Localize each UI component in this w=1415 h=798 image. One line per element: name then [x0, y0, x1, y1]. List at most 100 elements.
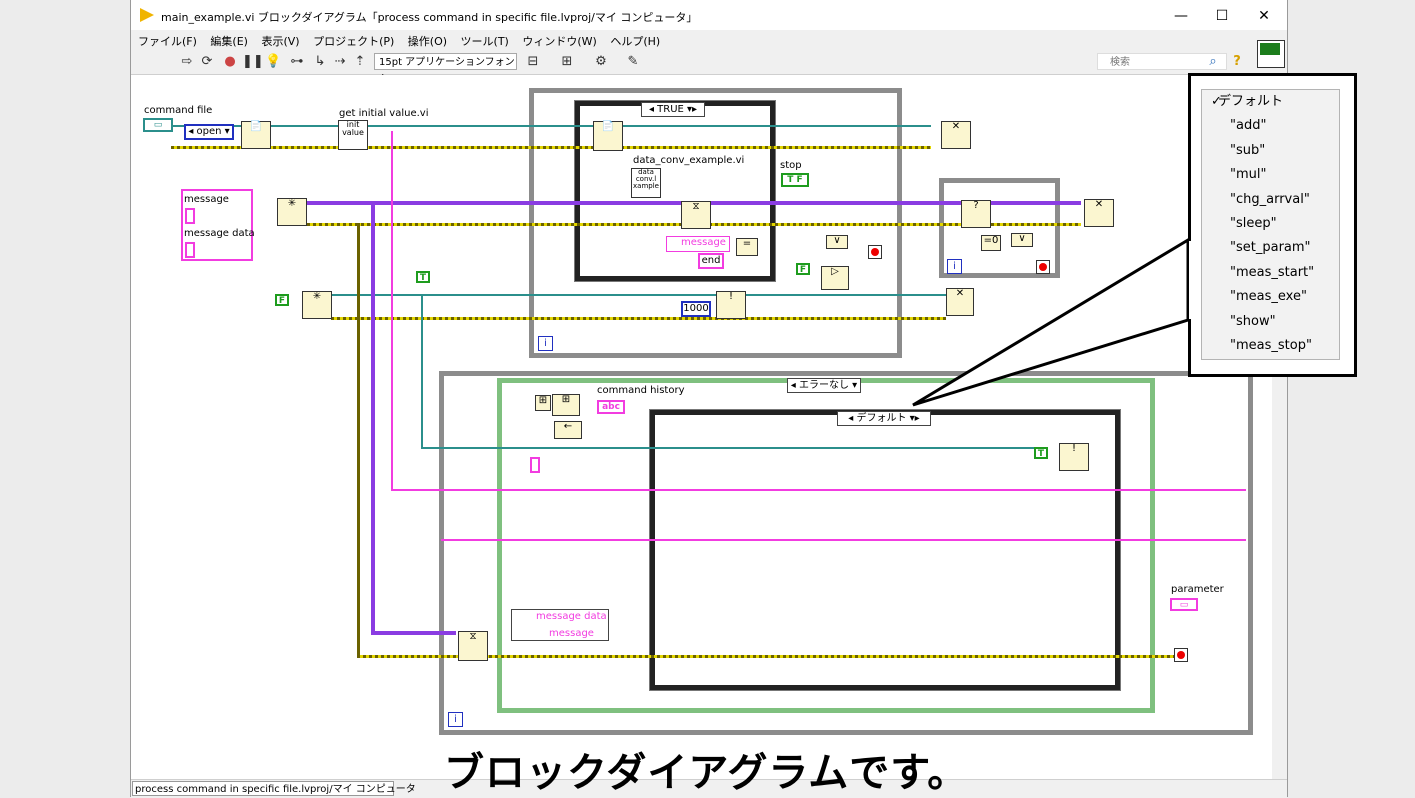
message-data-field[interactable]	[185, 242, 195, 258]
close-button[interactable]: ✕	[1258, 8, 1270, 24]
true-constant[interactable]: T	[416, 271, 430, 283]
case-menu-item-add[interactable]: "add"	[1230, 118, 1267, 134]
distribute-objects-icon[interactable]: ⊞	[561, 54, 573, 69]
consumer-stop-icon[interactable]	[1174, 648, 1188, 662]
case-menu-item-sub[interactable]: "sub"	[1230, 142, 1266, 158]
wire-notifier-lower	[421, 447, 1041, 449]
reorder-icon[interactable]: ⚙	[595, 54, 607, 69]
build-string-node[interactable]: ←	[554, 421, 582, 439]
case-menu-item-mul[interactable]: "mul"	[1230, 167, 1267, 183]
open-operation-constant[interactable]: ◂ open ▾	[184, 124, 234, 140]
parameter-indicator[interactable]: ▭	[1170, 598, 1198, 611]
case-menu-item-default[interactable]: ✓デフォルト	[1202, 90, 1339, 114]
send-notification-node[interactable]: !	[1059, 443, 1089, 471]
case-menu-item-meas-stop[interactable]: "meas_stop"	[1230, 337, 1312, 353]
message-cluster-control[interactable]	[181, 189, 253, 261]
minimize-button[interactable]: —	[1174, 8, 1188, 24]
menu-project[interactable]: プロジェクト(P)	[313, 35, 395, 48]
select-node[interactable]: ▷	[821, 266, 849, 290]
menu-operate[interactable]: 操作(O)	[407, 35, 448, 48]
case-menu-item-chg-arrval[interactable]: "chg_arrval"	[1230, 191, 1310, 207]
read-line-node[interactable]: 📄	[593, 121, 623, 151]
block-diagram-canvas[interactable]: i ◂ TRUE ▾▸ i i ◂ エラーなし ▾ ◂ デフォルト ▾▸ com…	[131, 75, 1271, 779]
open-file-node[interactable]: 📄	[241, 121, 271, 149]
caption-text: ブロックダイアグラムです。	[444, 750, 969, 796]
dequeue-node[interactable]: ⧖	[458, 631, 488, 661]
case-selector-default[interactable]: ◂ デフォルト ▾▸	[837, 411, 931, 426]
menu-file[interactable]: ファイル(F)	[138, 35, 197, 48]
compare-zero-node[interactable]: =0	[981, 235, 1001, 251]
step-over-icon[interactable]: ⇢	[334, 54, 346, 69]
menu-window[interactable]: ウィンドウ(W)	[522, 35, 597, 48]
case-menu-item-set-param[interactable]: "set_param"	[1230, 240, 1311, 256]
case-menu-item-sleep[interactable]: "sleep"	[1230, 215, 1277, 231]
while-loop-small[interactable]	[939, 178, 1060, 278]
or-node[interactable]: ∨	[826, 235, 848, 249]
step-into-icon[interactable]: ↳	[314, 54, 326, 69]
end-string-constant[interactable]: end	[698, 253, 724, 269]
menu-edit[interactable]: 編集(E)	[210, 35, 248, 48]
menu-help[interactable]: ヘルプ(H)	[610, 35, 661, 48]
history-shift-register[interactable]	[530, 457, 540, 473]
unbundle-message[interactable]: message	[666, 236, 730, 252]
title-bar: main_example.vi ブロックダイアグラム「process comma…	[131, 0, 1287, 30]
stop-button-terminal[interactable]: T F	[781, 173, 809, 187]
cleanup-diagram-icon[interactable]: ✎	[627, 54, 639, 69]
command-file-control[interactable]: ▭	[143, 118, 173, 132]
search-input[interactable]: 検索	[1097, 53, 1227, 70]
step-out-icon[interactable]: ⇡	[354, 54, 366, 69]
release-queue-node[interactable]: ✕	[1084, 199, 1114, 227]
true-constant-2[interactable]: T	[1034, 447, 1048, 459]
data-conv-label: data_conv_example.vi	[633, 155, 745, 166]
retain-wire-values-icon[interactable]: ⊶	[290, 54, 304, 69]
vi-connector-icon	[1257, 40, 1285, 68]
wait-notification-node[interactable]: !	[716, 291, 746, 319]
menu-view[interactable]: 表示(V)	[261, 35, 300, 48]
enqueue-node[interactable]: ⧖	[681, 201, 711, 229]
run-arrow-icon[interactable]: ⇨	[181, 54, 193, 69]
window-title: main_example.vi ブロックダイアグラム「process comma…	[161, 11, 698, 24]
maximize-button[interactable]: ☐	[1215, 8, 1229, 24]
project-path: process command in specific file.lvproj/…	[132, 781, 416, 796]
wire-init-value	[391, 131, 393, 491]
align-objects-icon[interactable]: ⊟	[527, 54, 539, 69]
false-constant[interactable]: F	[275, 294, 289, 306]
check-icon: ✓	[1211, 94, 1222, 109]
case-menu-item-show[interactable]: "show"	[1230, 313, 1276, 329]
menu-tools[interactable]: ツール(T)	[460, 35, 509, 48]
or-node-2[interactable]: ∨	[1011, 233, 1033, 247]
case-menu-item-meas-start[interactable]: "meas_start"	[1230, 264, 1315, 280]
release-notifier-node[interactable]: ✕	[946, 288, 974, 316]
search-icon[interactable]: ⌕	[1209, 54, 1217, 69]
timeout-constant[interactable]: 1000	[681, 301, 711, 317]
small-loop-stop-icon[interactable]	[1036, 260, 1050, 274]
unbundle-by-name[interactable]	[511, 609, 609, 641]
help-icon[interactable]: ?	[1233, 54, 1241, 69]
run-continuously-icon[interactable]: ⟳	[201, 54, 213, 69]
message-field[interactable]	[185, 208, 195, 224]
close-file-node[interactable]: ✕	[941, 121, 971, 149]
while-loop-consumer[interactable]	[439, 371, 1253, 735]
case-menu-item-meas-exe[interactable]: "meas_exe"	[1230, 289, 1307, 305]
equal-node[interactable]: =	[736, 238, 758, 256]
abort-icon[interactable]: ●	[224, 54, 236, 69]
highlight-execution-icon[interactable]: 💡	[265, 54, 282, 69]
preview-queue-node[interactable]: ?	[961, 200, 991, 228]
case-selector-menu: ✓デフォルト "add" "sub" "mul" "chg_arrval" "s…	[1201, 89, 1340, 360]
wire-queue-lower	[371, 631, 456, 635]
obtain-queue-node[interactable]: ✳	[277, 198, 307, 226]
message-label: message	[184, 194, 229, 205]
case-selector-no-error[interactable]: ◂ エラーなし ▾	[787, 378, 861, 393]
concatenate-node[interactable]: ⊞	[552, 394, 580, 416]
command-history-indicator[interactable]: abc	[597, 400, 625, 414]
case-selector-true[interactable]: ◂ TRUE ▾▸	[641, 102, 705, 117]
stop-terminal-icon[interactable]	[868, 245, 882, 259]
false-constant-2[interactable]: F	[796, 263, 810, 275]
format-date-node[interactable]: ⊞	[535, 395, 551, 411]
wire-error-lower	[357, 655, 1187, 658]
obtain-notifier-node[interactable]: ✳	[302, 291, 332, 319]
data-conv-subvi[interactable]: data conv.l xample	[631, 168, 661, 198]
menu-bar: ファイル(F) 編集(E) 表示(V) プロジェクト(P) 操作(O) ツール(…	[131, 30, 1287, 50]
get-initial-value-subvi[interactable]: init value	[338, 120, 368, 150]
parameter-label: parameter	[1171, 584, 1224, 595]
